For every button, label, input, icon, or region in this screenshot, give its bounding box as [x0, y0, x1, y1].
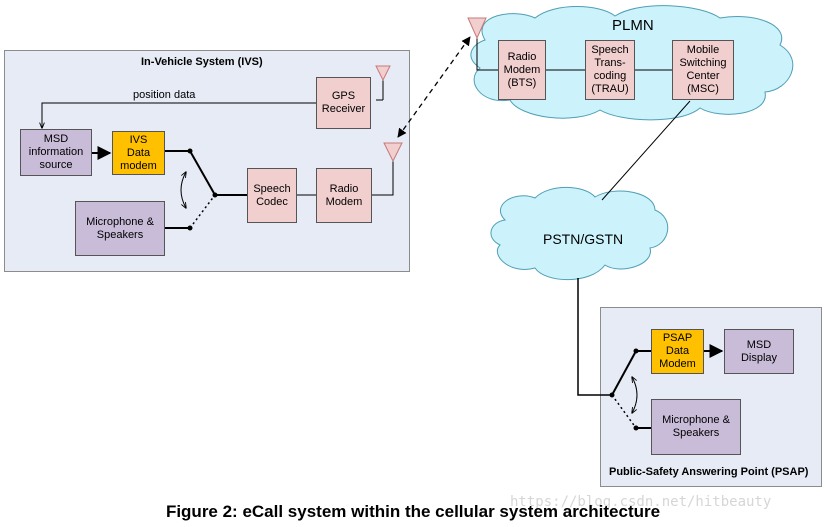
speech-codec-box: Speech Codec [247, 168, 297, 223]
ivs-antenna-icon [383, 142, 403, 163]
ivs-data-modem-box: IVS Data modem [112, 131, 165, 175]
pstn-label: PSTN/GSTN [543, 231, 624, 247]
ivs-microphone-speakers-box: Microphone & Speakers [75, 201, 165, 256]
pstn-cloud [490, 186, 669, 281]
psap-data-modem-box: PSAP Data Modem [651, 329, 704, 374]
plmn-label: PLMN [612, 17, 654, 34]
watermark: https://blog.csdn.net/hitbeauty [510, 494, 772, 510]
ivs-radio-modem-box: Radio Modem [316, 168, 372, 223]
gps-receiver-box: GPS Receiver [316, 77, 371, 129]
psap-title: Public-Safety Answering Point (PSAP) [609, 466, 809, 478]
plmn-antenna-icon [467, 17, 487, 40]
bts-box: Radio Modem (BTS) [498, 40, 546, 100]
msd-display-box: MSD Display [724, 329, 794, 374]
msd-information-source-box: MSD information source [20, 129, 92, 176]
msc-box: Mobile Switching Center (MSC) [672, 40, 734, 100]
gps-antenna-icon [375, 65, 391, 82]
ivs-title: In-Vehicle System (IVS) [141, 56, 263, 68]
trau-box: Speech Trans- coding (TRAU) [585, 40, 635, 100]
psap-microphone-speakers-box: Microphone & Speakers [651, 399, 741, 455]
position-data-label: position data [133, 89, 196, 101]
figure-caption: Figure 2: eCall system within the cellul… [165, 502, 661, 521]
